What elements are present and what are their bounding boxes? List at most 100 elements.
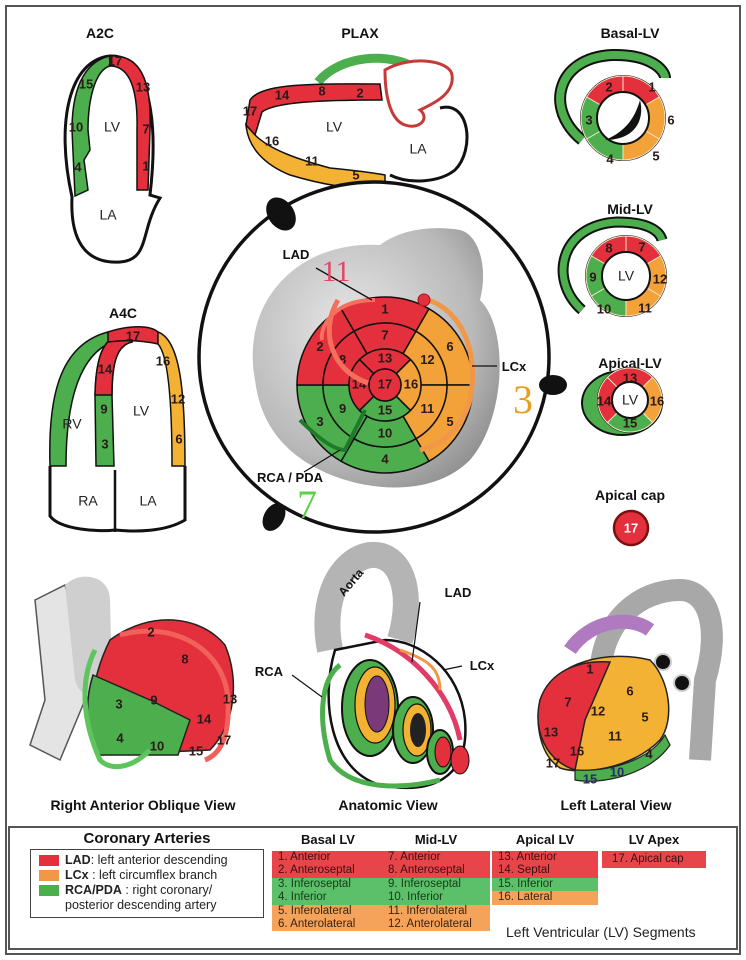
- rca-desc: : right coronary/ posterior descending a…: [65, 883, 217, 912]
- lateral-seg-13: 13: [544, 724, 558, 739]
- bullseye-label-12: 12: [420, 352, 434, 367]
- mid-seg-8: 8: [605, 240, 612, 255]
- a2c-la-label: LA: [99, 207, 117, 223]
- lcx-swatch: [39, 870, 59, 881]
- lateral-pulmonary: [564, 614, 655, 655]
- circle-handle-right: [539, 375, 567, 395]
- legend-item: 14. Septal: [492, 864, 598, 878]
- a4c-lv-label: LV: [133, 403, 150, 419]
- bullseye-label-17: 17: [378, 376, 392, 391]
- rao-seg-10: 10: [150, 738, 164, 753]
- legend-item: 5. Inferolateral: [272, 904, 384, 919]
- a4c-seg-16: 16: [156, 353, 170, 368]
- legend-item: 1. Anterior: [272, 851, 384, 865]
- lateral-seg-7: 7: [564, 694, 571, 709]
- legend-item: 16. Lateral: [492, 891, 598, 905]
- legend-item: 9. Inferoseptal: [382, 877, 490, 892]
- coronary-legend-title: Coronary Arteries: [83, 830, 211, 847]
- rao-seg-3: 3: [115, 696, 122, 711]
- a4c-view: A4C 17 14 9 3 16 12 6 RV LV RA LA: [48, 305, 187, 533]
- legend-col-apex: LV Apex 17. Apical cap: [602, 832, 706, 869]
- legend-item: 2. Anteroseptal: [272, 864, 384, 878]
- apical-seg-13: 13: [623, 370, 637, 385]
- legend-item: 7. Anterior: [382, 851, 490, 865]
- lateral-seg-11: 11: [608, 728, 622, 743]
- center-lcx-label: LCx: [502, 359, 527, 374]
- lateral-seg-4: 4: [645, 746, 653, 761]
- lateral-title: Left Lateral View: [560, 797, 671, 813]
- lad-origin: [417, 293, 431, 307]
- a2c-seg-10: 10: [69, 119, 83, 134]
- lcx-artery: [419, 297, 476, 453]
- legend-item: 10. Inferior: [382, 891, 490, 905]
- a4c-rv-label: RV: [62, 416, 82, 432]
- coronary-legend: Coronary Arteries LAD: left anterior des…: [30, 830, 264, 918]
- legend-item: 13. Anterior: [492, 851, 598, 865]
- plax-view: PLAX 17 14 8 2 16 11 5 LV LA: [243, 25, 469, 190]
- rao-seg-15: 15: [189, 743, 203, 758]
- legend-row-lad: LAD: left anterior descending: [39, 853, 259, 868]
- apical-lv-title: Apical-LV: [598, 355, 662, 371]
- a4c-seg-14: 14: [98, 361, 113, 376]
- basal-rv-wall: [556, 50, 669, 144]
- circle-handle-bottom-left: [262, 503, 286, 531]
- basal-seg-5: 5: [652, 148, 659, 163]
- mid-rv-wall: [559, 218, 666, 313]
- bullseye-segment-17: [368, 368, 402, 402]
- plax-red-wall: [245, 83, 383, 137]
- lateral-seg-1: 1: [586, 661, 593, 676]
- a4c-ra-label: RA: [78, 493, 98, 509]
- a4c-atria-outline: [48, 466, 187, 533]
- legend-item: 4. Inferior: [272, 891, 384, 905]
- apical-lv-label: LV: [622, 392, 639, 408]
- basal-seg-3: 3: [585, 112, 592, 127]
- anatomic-lad-artery: [364, 632, 463, 741]
- bullseye-label-16: 16: [404, 376, 418, 391]
- rao-seg-8: 8: [181, 651, 188, 666]
- anatomic-rca-artery: [320, 663, 441, 789]
- legend-row-lcx: LCx : left circumflex branch: [39, 868, 259, 883]
- legend-item: 8. Anteroseptal: [382, 864, 490, 878]
- bullseye-label-1: 1: [381, 301, 388, 316]
- lateral-seg-17: 17: [546, 755, 560, 770]
- a2c-lv-label: LV: [104, 119, 121, 135]
- rao-view: 2 8 3 9 14 13 4 10 15 17 Right Anterior …: [29, 576, 237, 813]
- coronary-legend-box: LAD: left anterior descending LCx : left…: [30, 849, 264, 918]
- plax-seg-5: 5: [352, 167, 359, 182]
- rao-seg-4: 4: [116, 730, 124, 745]
- lateral-lv-green: [574, 733, 671, 782]
- legend-panel: Coronary Arteries LAD: left anterior des…: [8, 826, 738, 950]
- rao-seg-9: 9: [150, 692, 157, 707]
- basal-lv-title: Basal-LV: [601, 25, 661, 41]
- anatomic-view: Aorta LAD LCx RCA Anatomic View: [255, 541, 495, 813]
- a4c-seg-6: 6: [175, 431, 182, 446]
- bullseye-label-13: 13: [378, 350, 392, 365]
- apical-seg-15: 15: [623, 415, 637, 430]
- rao-seg-14: 14: [197, 711, 212, 726]
- basal-papillary-shape: [605, 100, 642, 140]
- a4c-seg-17: 17: [126, 328, 140, 343]
- legend-item: 6. Anterolateral: [272, 918, 384, 932]
- a2c-view: A2C 17 13 7 1 15 10 4 LV LA: [63, 25, 163, 264]
- plax-seg-14: 14: [275, 87, 290, 102]
- a2c-seg-1: 1: [142, 158, 149, 173]
- rao-seg-2: 2: [147, 624, 154, 639]
- lateral-seg-12: 12: [591, 703, 605, 718]
- lateral-seg-10: 10: [610, 764, 624, 779]
- bullseye-label-15: 15: [378, 402, 392, 417]
- legend-row-rca: RCA/PDA : right coronary/ posterior desc…: [39, 883, 259, 913]
- legend-col-apical: Apical LV 13. Anterior 14. Septal 15. In…: [492, 832, 598, 905]
- anatomic-lcx-artery: [399, 648, 442, 691]
- lv-segments-caption: Left Ventricular (LV) Segments: [506, 924, 696, 940]
- rca-swatch: [39, 885, 59, 896]
- anatomic-rca-label: RCA: [255, 664, 284, 679]
- apical-cap-title: Apical cap: [595, 487, 665, 503]
- legend-item: 15. Inferior: [492, 877, 598, 892]
- apical-seg-16: 16: [650, 393, 664, 408]
- anatomic-lcx-label: LCx: [470, 658, 495, 673]
- center-lad-label: LAD: [283, 247, 310, 262]
- lateral-seg-5: 5: [641, 709, 648, 724]
- plax-seg-16: 16: [265, 133, 279, 148]
- lateral-seg-15: 15: [583, 771, 597, 786]
